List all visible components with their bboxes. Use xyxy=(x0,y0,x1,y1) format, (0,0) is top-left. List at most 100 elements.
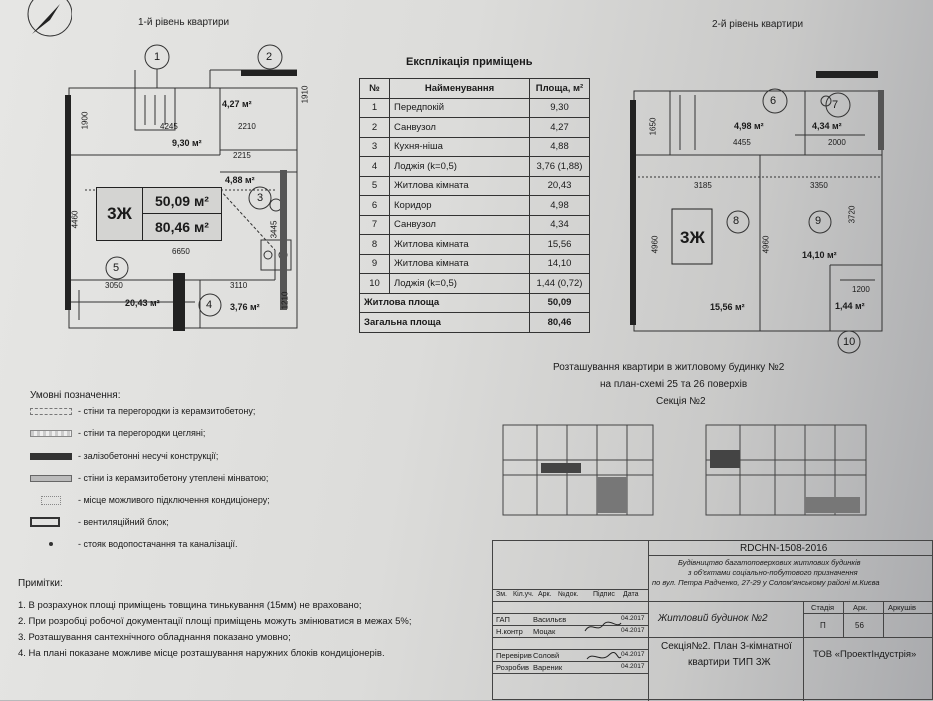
date: 04.2017 xyxy=(621,627,645,634)
area-label: 4,98 м² xyxy=(734,121,764,131)
stage-header: Аркушів xyxy=(888,603,916,612)
dimension: 1900 xyxy=(80,111,90,130)
area-label: 14,10 м² xyxy=(802,250,837,260)
legend-symbol xyxy=(30,429,72,437)
room-area: 4,27 xyxy=(529,117,590,138)
person: Васильєв xyxy=(533,615,567,624)
room-area: 4,34 xyxy=(529,214,590,235)
dimension: 3720 xyxy=(847,205,857,224)
dimension: 3050 xyxy=(105,281,123,290)
sheet-value: 56 xyxy=(855,621,864,630)
room-label: 8 xyxy=(733,215,740,227)
area-label: 15,56 м² xyxy=(710,302,745,312)
total-value: 80,46 xyxy=(529,312,590,333)
dimension: 6650 xyxy=(172,247,190,256)
legend-text: - стіни із керамзитобетону утеплені мінв… xyxy=(78,473,269,483)
room-name: Санвузол xyxy=(389,117,530,138)
room-label: 1 xyxy=(154,51,161,63)
room-name: Коридор xyxy=(389,195,530,216)
dimension: 2000 xyxy=(828,138,846,147)
dimension: 3110 xyxy=(230,281,248,290)
company-name: ТОВ «ПроектІндустрія» xyxy=(813,649,917,660)
explication-title: Експлікація приміщень xyxy=(406,56,533,68)
stamp-col: Дата xyxy=(623,591,639,598)
legend-text: - стіни та перегородки цегляні; xyxy=(78,428,206,438)
room-number: 8 xyxy=(359,234,390,255)
room-name: Житлова кімната xyxy=(389,253,530,274)
room-label: 5 xyxy=(113,262,120,274)
dimension: 3350 xyxy=(810,181,828,190)
legend-item: - стіни із керамзитобетону утеплені мінв… xyxy=(30,473,268,483)
room-area: 4,98 xyxy=(529,195,590,216)
legend-item: - стояк водопостачання та каналізації. xyxy=(30,539,237,549)
stamp-col: Кіл.уч. xyxy=(513,591,534,598)
dimension: 4455 xyxy=(733,138,751,147)
riser-icon xyxy=(30,541,72,548)
dimension: 3445 xyxy=(269,220,279,239)
legend-item: - стіни та перегородки цегляні; xyxy=(30,428,205,438)
signature xyxy=(584,621,622,660)
area-label: 9,30 м² xyxy=(172,138,202,148)
dimension: 1650 xyxy=(648,117,658,136)
title-block: RDCHN-1508-2016 Будівництво багатоповерх… xyxy=(492,540,933,701)
total-area: 80,46 м² xyxy=(155,219,209,235)
legend-item: - місце можливого підключення кондиціоне… xyxy=(30,495,270,505)
project-line: по вул. Петра Радченко, 27-29 у Солом'ян… xyxy=(652,578,880,587)
location-line3: Секція №2 xyxy=(656,396,706,407)
room-number: 7 xyxy=(359,214,390,235)
room-label: 10 xyxy=(843,336,856,348)
level2-title: 2-й рівень квартири xyxy=(712,19,804,30)
level2-plan xyxy=(630,71,884,354)
living-value: 50,09 xyxy=(529,292,590,313)
dimension: 4460 xyxy=(70,210,80,229)
area-label: 4,88 м² xyxy=(225,175,255,185)
room-area: 4,88 xyxy=(529,136,590,157)
area-label: 1,44 м² xyxy=(835,301,865,311)
stamp-col: Арк. xyxy=(538,591,552,598)
dimension: 4960 xyxy=(761,235,771,254)
room-number: 5 xyxy=(359,175,390,196)
dimension: 4960 xyxy=(650,235,660,254)
legend-item: - стіни та перегородки із керамзитобетон… xyxy=(30,406,255,416)
table-header: Найменування xyxy=(389,78,530,99)
sheet-title: Секція№2. План 3-кімнатної xyxy=(661,641,792,652)
room-name: Санвузол xyxy=(389,214,530,235)
role: ГАП xyxy=(496,615,510,624)
living-area: 50,09 м² xyxy=(143,188,221,214)
role: Розробив xyxy=(496,663,530,672)
stamp-col: Підпис xyxy=(593,591,615,598)
room-label: 9 xyxy=(815,215,822,227)
person: Вареник xyxy=(533,663,563,672)
stage-header: Арк. xyxy=(853,603,868,612)
room-number: 3 xyxy=(359,136,390,157)
room-label: 3 xyxy=(257,192,264,204)
room-number: 4 xyxy=(359,156,390,177)
section-scheme-right xyxy=(705,424,867,516)
section-scheme-left xyxy=(502,424,654,516)
date: 04.2017 xyxy=(621,615,645,622)
note-item: 2. При розробці робочої документації пло… xyxy=(18,616,412,627)
room-area: 14,10 xyxy=(529,253,590,274)
table-header: Площа, м² xyxy=(529,78,590,99)
room-label: 4 xyxy=(206,299,213,311)
doc-code: RDCHN-1508-2016 xyxy=(740,543,828,554)
date: 04.2017 xyxy=(621,651,645,658)
north-arrow-icon xyxy=(27,0,72,37)
room-label: 7 xyxy=(832,99,839,111)
location-line2: на план-схемі 25 та 26 поверхів xyxy=(600,379,748,390)
person: Моцак xyxy=(533,627,556,636)
apartment-badge: 3Ж 50,09 м² 80,46 м² xyxy=(96,187,222,241)
room-area: 15,56 xyxy=(529,234,590,255)
stage-header: Стадія xyxy=(811,603,835,612)
building-name: Житловий будинок №2 xyxy=(658,613,768,624)
sheet-title: квартири ТИП 3Ж xyxy=(688,657,771,668)
legend-text: - вентиляційний блок; xyxy=(78,517,169,527)
living-label: Житлова площа xyxy=(359,292,530,313)
